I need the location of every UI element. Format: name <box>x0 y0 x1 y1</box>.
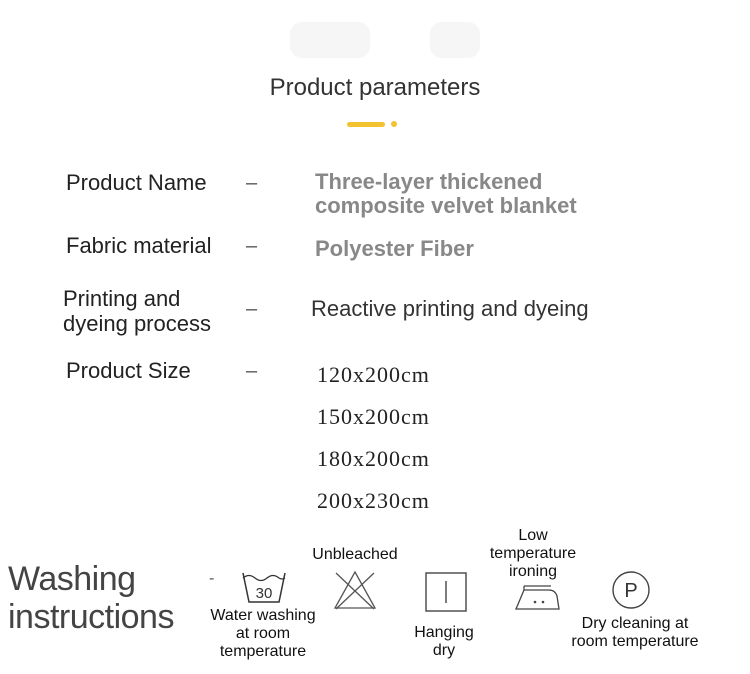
caption-low-temperature-ironing: Low temperature ironing <box>478 527 588 581</box>
caption-line: at room <box>235 625 291 642</box>
washing-title-line: Washing <box>8 560 136 598</box>
param-label-size: Product Size <box>66 358 191 383</box>
param-label-fabric: Fabric material <box>66 233 212 258</box>
caption-line: Water washing <box>210 607 316 624</box>
param-value-fabric: Polyester Fiber <box>315 236 474 261</box>
param-separator: – <box>246 298 258 320</box>
param-value-printing: Reactive printing and dyeing <box>311 296 589 321</box>
dry-clean-icon: P <box>610 570 652 610</box>
no-bleach-icon <box>332 569 378 611</box>
washing-title: Washing instructions <box>8 560 174 636</box>
svg-text:P: P <box>624 580 637 602</box>
param-separator: – <box>246 360 258 382</box>
caption-unbleached: Unbleached <box>300 546 410 564</box>
param-separator: – <box>246 235 258 257</box>
low-iron-icon <box>513 582 561 612</box>
caption-line: dry <box>432 642 456 659</box>
size-value: 180x200cm <box>317 446 430 471</box>
washing-separator: - <box>209 570 215 587</box>
size-value: 200x230cm <box>317 488 430 513</box>
caption-line: temperature <box>489 545 577 562</box>
caption-line: Hanging <box>414 624 474 641</box>
wash-30-icon: 30 <box>240 570 288 606</box>
caption-hanging-dry: Hanging dry <box>399 624 489 660</box>
hang-dry-icon <box>424 571 468 613</box>
param-separator: – <box>246 172 258 194</box>
size-value: 150x200cm <box>317 404 430 429</box>
title-underline <box>347 122 385 127</box>
caption-line: Dry cleaning at <box>581 615 689 632</box>
label-line: dyeing process <box>63 311 211 336</box>
caption-line: temperature <box>219 643 307 660</box>
washing-title-line: instructions <box>8 598 174 636</box>
caption-water-washing: Water washing at room temperature <box>198 607 328 661</box>
title-dot <box>391 121 397 127</box>
caption-line: ironing <box>508 563 558 580</box>
value-line: Three-layer thickened <box>315 169 543 194</box>
param-label-printing: Printing and dyeing process <box>63 286 211 336</box>
faint-decoration-right <box>430 22 480 58</box>
caption-line: Unbleached <box>312 546 398 563</box>
param-label-product-name: Product Name <box>66 170 207 195</box>
svg-text:30: 30 <box>256 585 273 602</box>
value-line: composite velvet blanket <box>315 193 577 218</box>
faint-decoration-left <box>290 22 370 58</box>
caption-line: room temperature <box>571 633 699 650</box>
size-value: 120x200cm <box>317 362 430 387</box>
label-line: Printing and <box>63 286 181 311</box>
caption-dry-cleaning: Dry cleaning at room temperature <box>560 615 710 651</box>
caption-line: Low <box>518 527 548 544</box>
page-title: Product parameters <box>269 74 481 101</box>
param-value-product-name: Three-layer thickened composite velvet b… <box>315 170 577 218</box>
